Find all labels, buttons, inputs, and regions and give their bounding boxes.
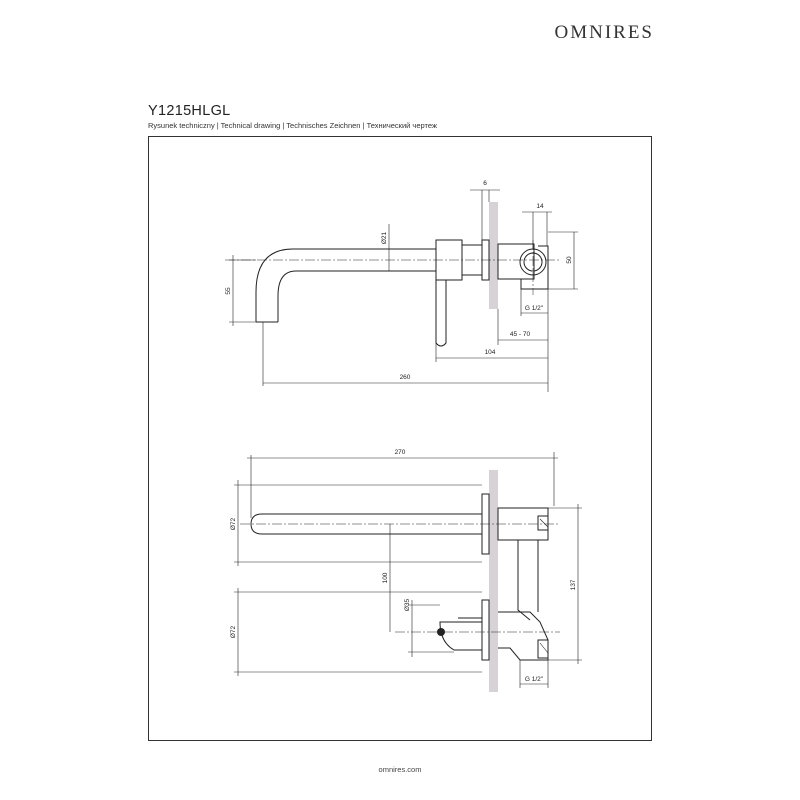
- dim-50: 50: [566, 256, 573, 264]
- model-number: Y1215HLGL: [148, 103, 231, 119]
- dim-g12-side: G 1/2": [525, 305, 544, 312]
- mixer-rosette: [481, 599, 490, 661]
- dim-260: 260: [400, 374, 411, 381]
- side-view: Ø21 6 14 50 55 G 1/2" 45 - 70: [225, 180, 578, 392]
- dim-d21: Ø21: [381, 231, 388, 244]
- side-wall: [489, 202, 498, 309]
- dim-35: Ø35: [404, 598, 411, 611]
- top-wall: [489, 470, 498, 692]
- dim-104: 104: [485, 349, 496, 356]
- brand-logo: OMNIRES: [554, 22, 654, 43]
- box-lower-body: [498, 611, 549, 661]
- top-view: 270 Ø72 100 Ø35: [230, 449, 582, 692]
- dim-14: 14: [536, 203, 544, 210]
- top-plug: [537, 515, 549, 531]
- bottom-plug-detail: [539, 642, 549, 654]
- top-plug-detail: [539, 518, 549, 528]
- footer-url: omnires.com: [378, 765, 422, 774]
- mixer-lever: [435, 280, 447, 347]
- drawing-frame: [148, 136, 652, 741]
- dim-72a: Ø72: [230, 517, 237, 530]
- box-riser: [517, 540, 539, 621]
- dim-137: 137: [570, 579, 577, 590]
- dim-g12-top: G 1/2": [525, 676, 544, 683]
- dim-100: 100: [382, 572, 389, 583]
- dim-45-70: 45 - 70: [510, 331, 531, 338]
- concealed-box: [497, 243, 535, 280]
- mixer-plan: [439, 621, 483, 651]
- dim-270: 270: [395, 449, 406, 456]
- drawing-subtitle: Rysunek techniczny | Technical drawing |…: [148, 121, 437, 130]
- dim-55: 55: [225, 287, 232, 295]
- spout-plan: [250, 513, 482, 535]
- spout-inner: [277, 270, 436, 322]
- dim-72b: Ø72: [230, 625, 237, 638]
- bottom-plug: [537, 639, 549, 659]
- dim-6: 6: [483, 180, 487, 187]
